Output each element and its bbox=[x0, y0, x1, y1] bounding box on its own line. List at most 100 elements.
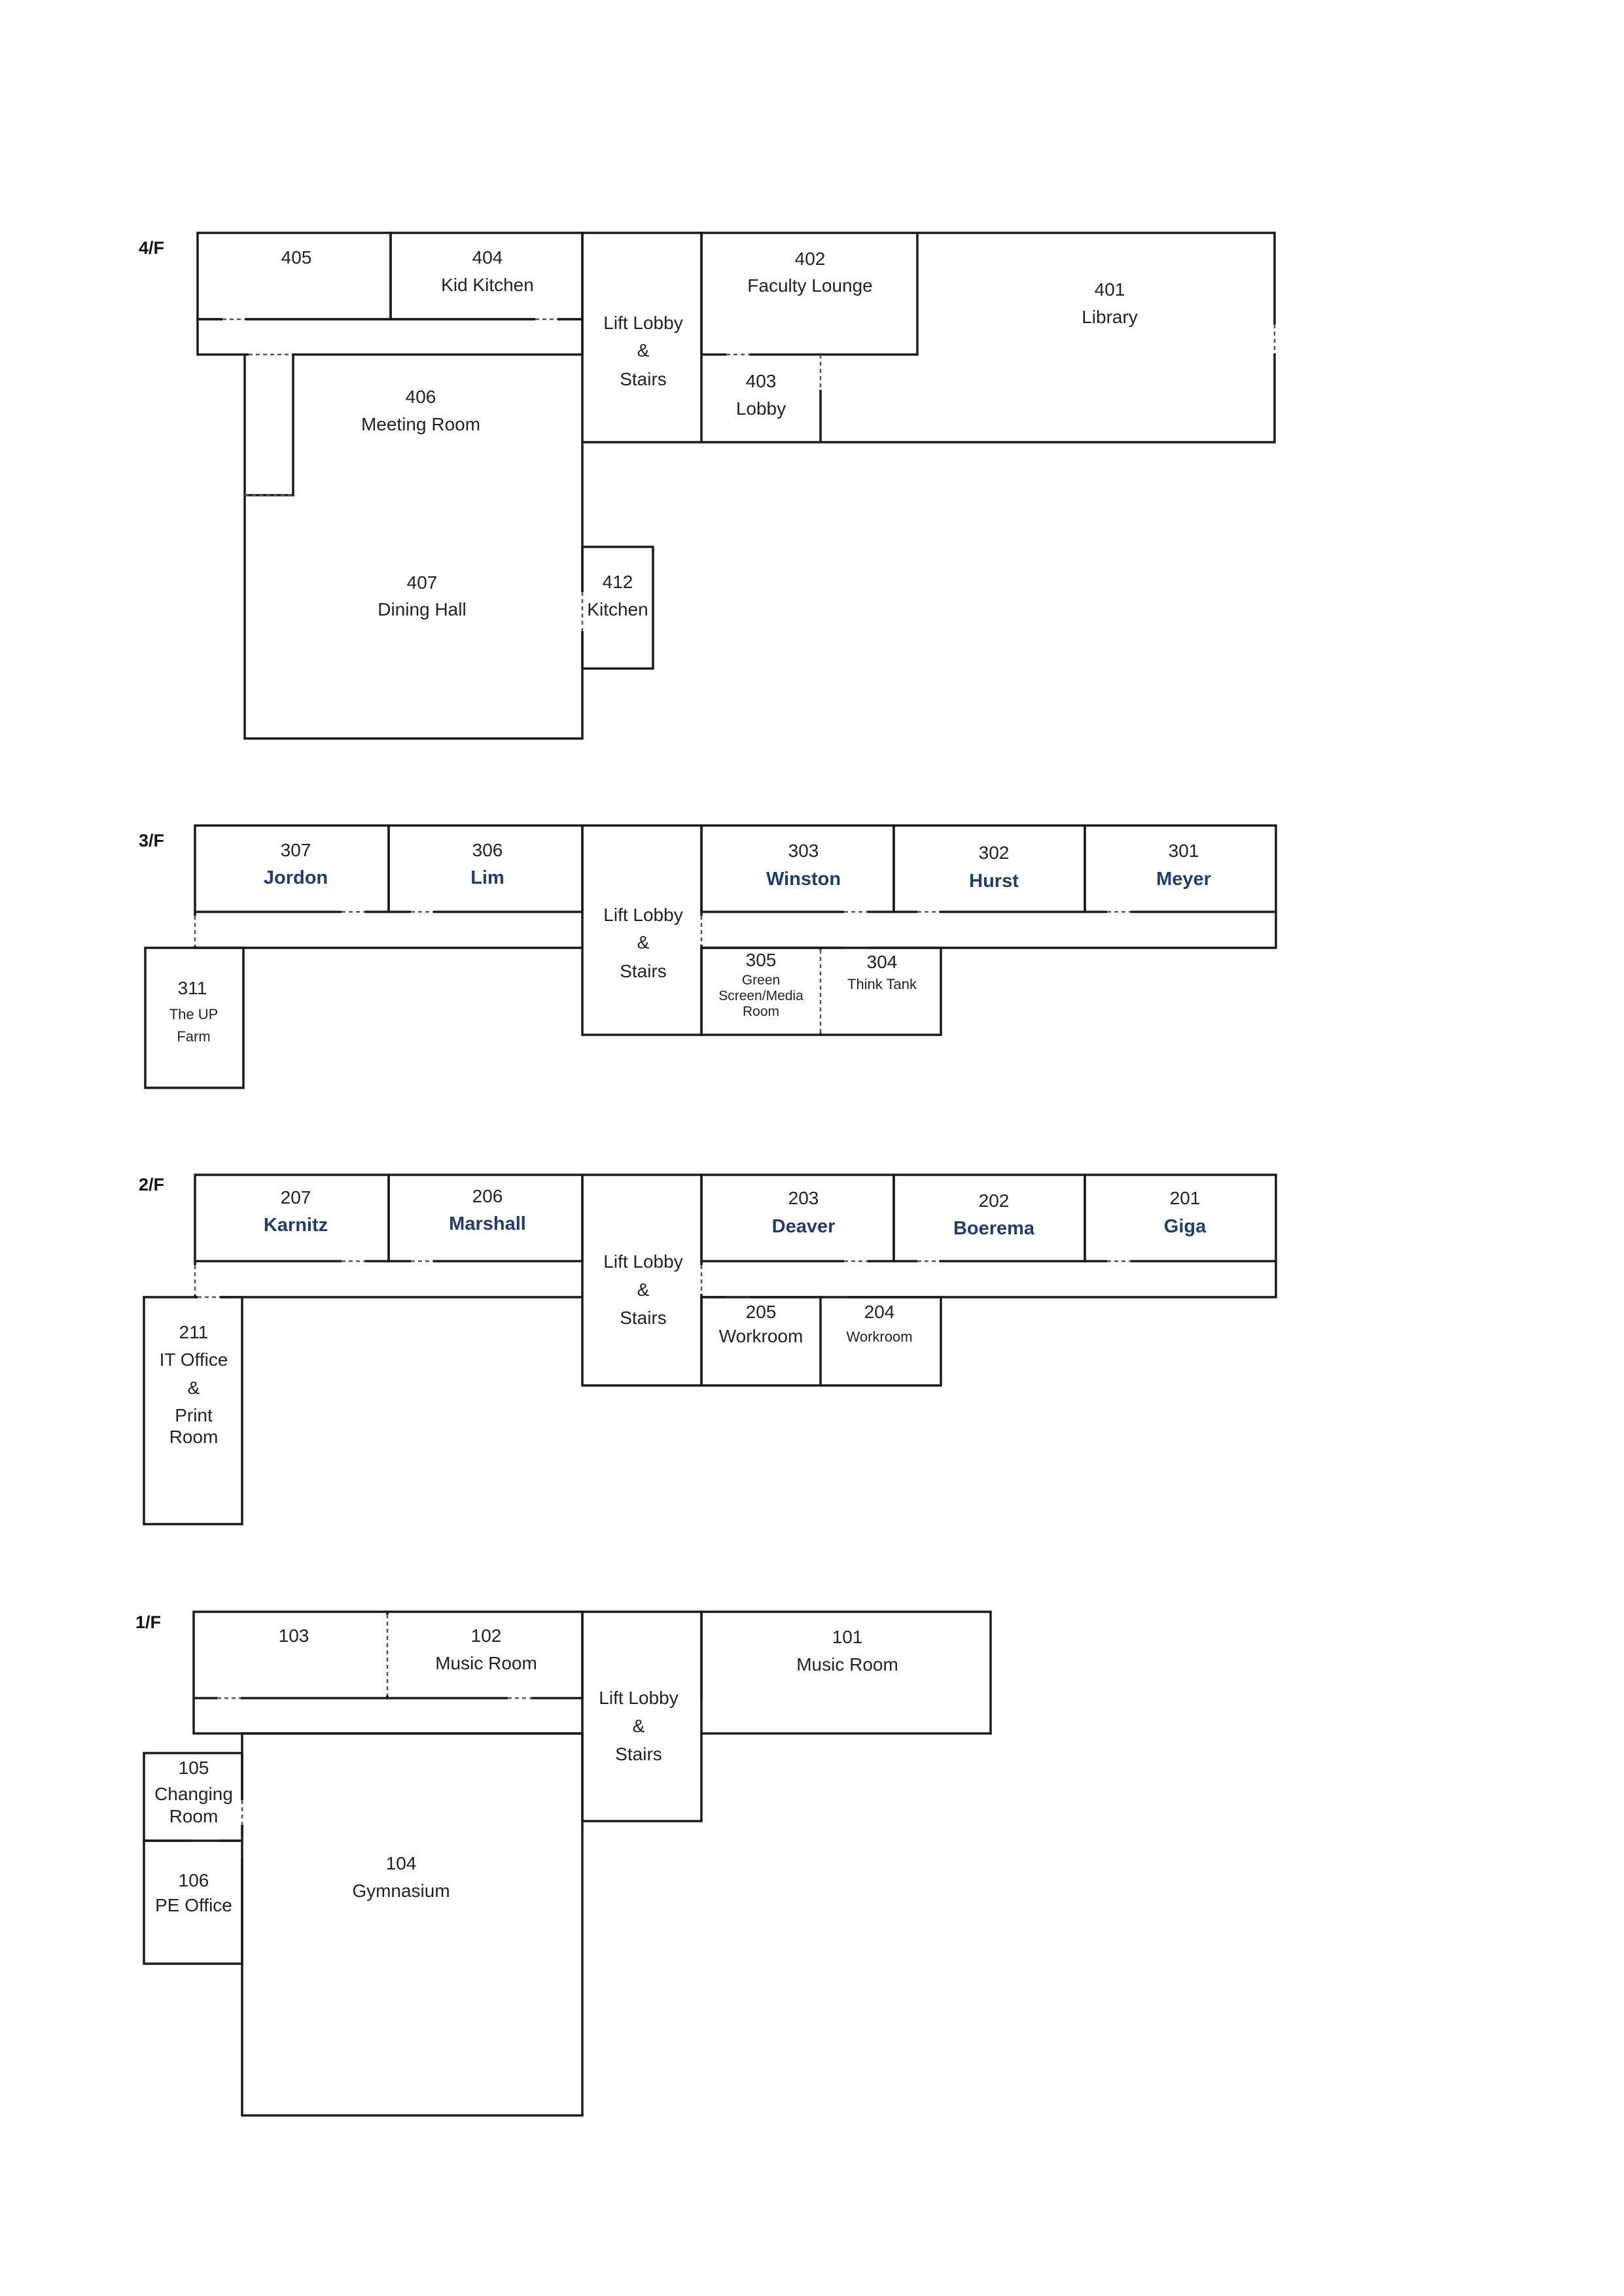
lift-lobby-1f[interactable]: Lift Lobby & Stairs bbox=[581, 1610, 704, 1822]
stairs-label: Stairs bbox=[620, 1308, 667, 1328]
room-number: 105 bbox=[179, 1758, 209, 1778]
room-number: 302 bbox=[979, 843, 1010, 863]
room-204[interactable]: 204 Workroom bbox=[821, 1296, 942, 1387]
room-name-line3: Room bbox=[743, 1004, 779, 1019]
lift-lobby-3f[interactable]: Lift Lobby & Stairs bbox=[581, 824, 703, 1036]
floor-label-4: 4/F bbox=[139, 238, 164, 258]
lift-ampersand: & bbox=[637, 1279, 650, 1300]
room-number: 104 bbox=[386, 1853, 417, 1873]
room-name: Music Room bbox=[435, 1653, 537, 1673]
room-number-407: 407 bbox=[407, 572, 438, 593]
teacher-name: Winston bbox=[766, 869, 841, 890]
room-name-line2: & bbox=[188, 1378, 200, 1398]
stairs-label: Stairs bbox=[615, 1744, 662, 1764]
room-number: 206 bbox=[472, 1186, 503, 1206]
room-number: 201 bbox=[1170, 1188, 1201, 1208]
room-number: 311 bbox=[178, 978, 207, 998]
room-102[interactable]: 102 Music Room bbox=[385, 1610, 584, 1699]
teacher-name: Giga bbox=[1164, 1216, 1207, 1237]
room-402[interactable]: 402 Faculty Lounge bbox=[700, 232, 919, 356]
lift-ampersand: & bbox=[637, 932, 650, 952]
room-405[interactable]: 405 bbox=[196, 232, 392, 321]
room-106[interactable]: 106 PE Office bbox=[143, 1839, 243, 1965]
room-number: 403 bbox=[746, 371, 777, 391]
room-name-line2: Farm bbox=[177, 1028, 210, 1045]
teacher-name: Lim bbox=[470, 867, 504, 888]
room-203[interactable]: 203 Deaver bbox=[700, 1174, 895, 1262]
room-202[interactable]: 202 Boerema bbox=[892, 1174, 1086, 1262]
room-name-line4: Room bbox=[169, 1427, 219, 1447]
room-306[interactable]: 306 Lim bbox=[387, 824, 584, 913]
room-206[interactable]: 206 Marshall bbox=[387, 1174, 584, 1262]
room-number: 405 bbox=[281, 247, 312, 268]
room-number: 205 bbox=[746, 1302, 777, 1322]
room-412[interactable]: 412 Kitchen bbox=[580, 546, 654, 670]
room-number: 106 bbox=[179, 1870, 209, 1890]
lift-lobby-2f[interactable]: Lift Lobby & Stairs bbox=[581, 1174, 703, 1387]
lift-label: Lift Lobby bbox=[603, 1251, 682, 1272]
room-number: 102 bbox=[471, 1626, 502, 1646]
room-number: 103 bbox=[279, 1626, 309, 1646]
room-name-406: Meeting Room bbox=[361, 414, 480, 434]
room-number: 306 bbox=[472, 840, 503, 860]
room-211[interactable]: 211 IT Office & Print Room bbox=[143, 1265, 243, 1525]
room-401[interactable]: 401 Library bbox=[821, 232, 1277, 444]
teacher-name: Marshall bbox=[449, 1213, 526, 1234]
room-304[interactable]: 304 Think Tank bbox=[821, 947, 942, 1036]
lift-label: Lift Lobby bbox=[603, 313, 682, 333]
room-301[interactable]: 301 Meyer bbox=[1084, 824, 1277, 913]
room-104[interactable]: 104 Gymnasium bbox=[239, 1732, 584, 2117]
room-303[interactable]: 303 Winston bbox=[700, 824, 895, 913]
room-305[interactable]: 305 Green Screen/Media Room bbox=[700, 947, 823, 1036]
room-name-line1: Changing bbox=[154, 1784, 233, 1804]
room-number: 304 bbox=[867, 952, 898, 972]
room-number: 307 bbox=[281, 840, 311, 860]
teacher-name: Karnitz bbox=[264, 1215, 328, 1236]
room-name-line1: IT Office bbox=[160, 1349, 228, 1370]
room-311[interactable]: 311 The UP Farm bbox=[144, 916, 245, 1089]
room-number: 404 bbox=[472, 247, 503, 268]
room-name-line3: Print bbox=[175, 1405, 213, 1425]
room-404[interactable]: 404 Kid Kitchen bbox=[389, 232, 584, 321]
room-name-407: Dining Hall bbox=[378, 599, 466, 619]
room-name: Music Room bbox=[796, 1654, 898, 1675]
room-406-407[interactable]: 406 Meeting Room 407 Dining Hall bbox=[243, 355, 584, 740]
room-name: Kitchen bbox=[587, 599, 648, 619]
room-name: Workroom bbox=[719, 1326, 803, 1346]
floor-label-3: 3/F bbox=[139, 831, 164, 850]
room-number: 412 bbox=[603, 572, 633, 592]
floor-4: 4/F 405 404 Kid Kitchen Lift Lobby & Sta… bbox=[139, 232, 1277, 740]
room-207[interactable]: 207 Karnitz bbox=[194, 1174, 390, 1262]
room-101[interactable]: 101 Music Room bbox=[700, 1610, 992, 1735]
room-105[interactable]: 105 Changing Room bbox=[143, 1752, 245, 1843]
floor-2: 2/F 207 Karnitz 206 Marshall Lift Lobby … bbox=[139, 1174, 1277, 1525]
room-number: 301 bbox=[1169, 841, 1199, 861]
corridor-3f bbox=[194, 909, 1277, 950]
corridor-4f bbox=[196, 317, 584, 357]
room-205[interactable]: 205 Workroom bbox=[700, 1296, 822, 1387]
room-403[interactable]: 403 Lobby bbox=[701, 352, 822, 444]
room-name: Workroom bbox=[846, 1329, 912, 1345]
teacher-name: Hurst bbox=[969, 871, 1019, 892]
room-201[interactable]: 201 Giga bbox=[1084, 1174, 1277, 1262]
room-307[interactable]: 307 Jordon bbox=[194, 824, 390, 913]
floor-label-1: 1/F bbox=[135, 1612, 161, 1632]
room-number: 101 bbox=[832, 1627, 863, 1647]
room-name: Kid Kitchen bbox=[441, 275, 534, 295]
room-103[interactable]: 103 bbox=[192, 1610, 389, 1699]
room-302[interactable]: 302 Hurst bbox=[892, 824, 1086, 913]
room-name-line1: The UP bbox=[169, 1006, 219, 1022]
room-number: 202 bbox=[979, 1191, 1010, 1211]
room-number: 401 bbox=[1095, 279, 1125, 300]
room-number: 402 bbox=[795, 249, 826, 269]
room-name: Lobby bbox=[736, 398, 786, 419]
room-number: 207 bbox=[281, 1187, 311, 1208]
room-number: 303 bbox=[788, 841, 819, 861]
floor-1: 1/F 103 102 Music Room Lift Lobby & Stai… bbox=[135, 1610, 992, 2117]
room-number: 305 bbox=[746, 950, 777, 970]
floor-3: 3/F 307 Jordon 306 Lim Lift Lobby & Stai… bbox=[139, 824, 1277, 1089]
lift-lobby-4f[interactable]: Lift Lobby & Stairs bbox=[581, 232, 703, 444]
lift-label: Lift Lobby bbox=[603, 905, 682, 925]
room-number: 203 bbox=[788, 1188, 819, 1208]
